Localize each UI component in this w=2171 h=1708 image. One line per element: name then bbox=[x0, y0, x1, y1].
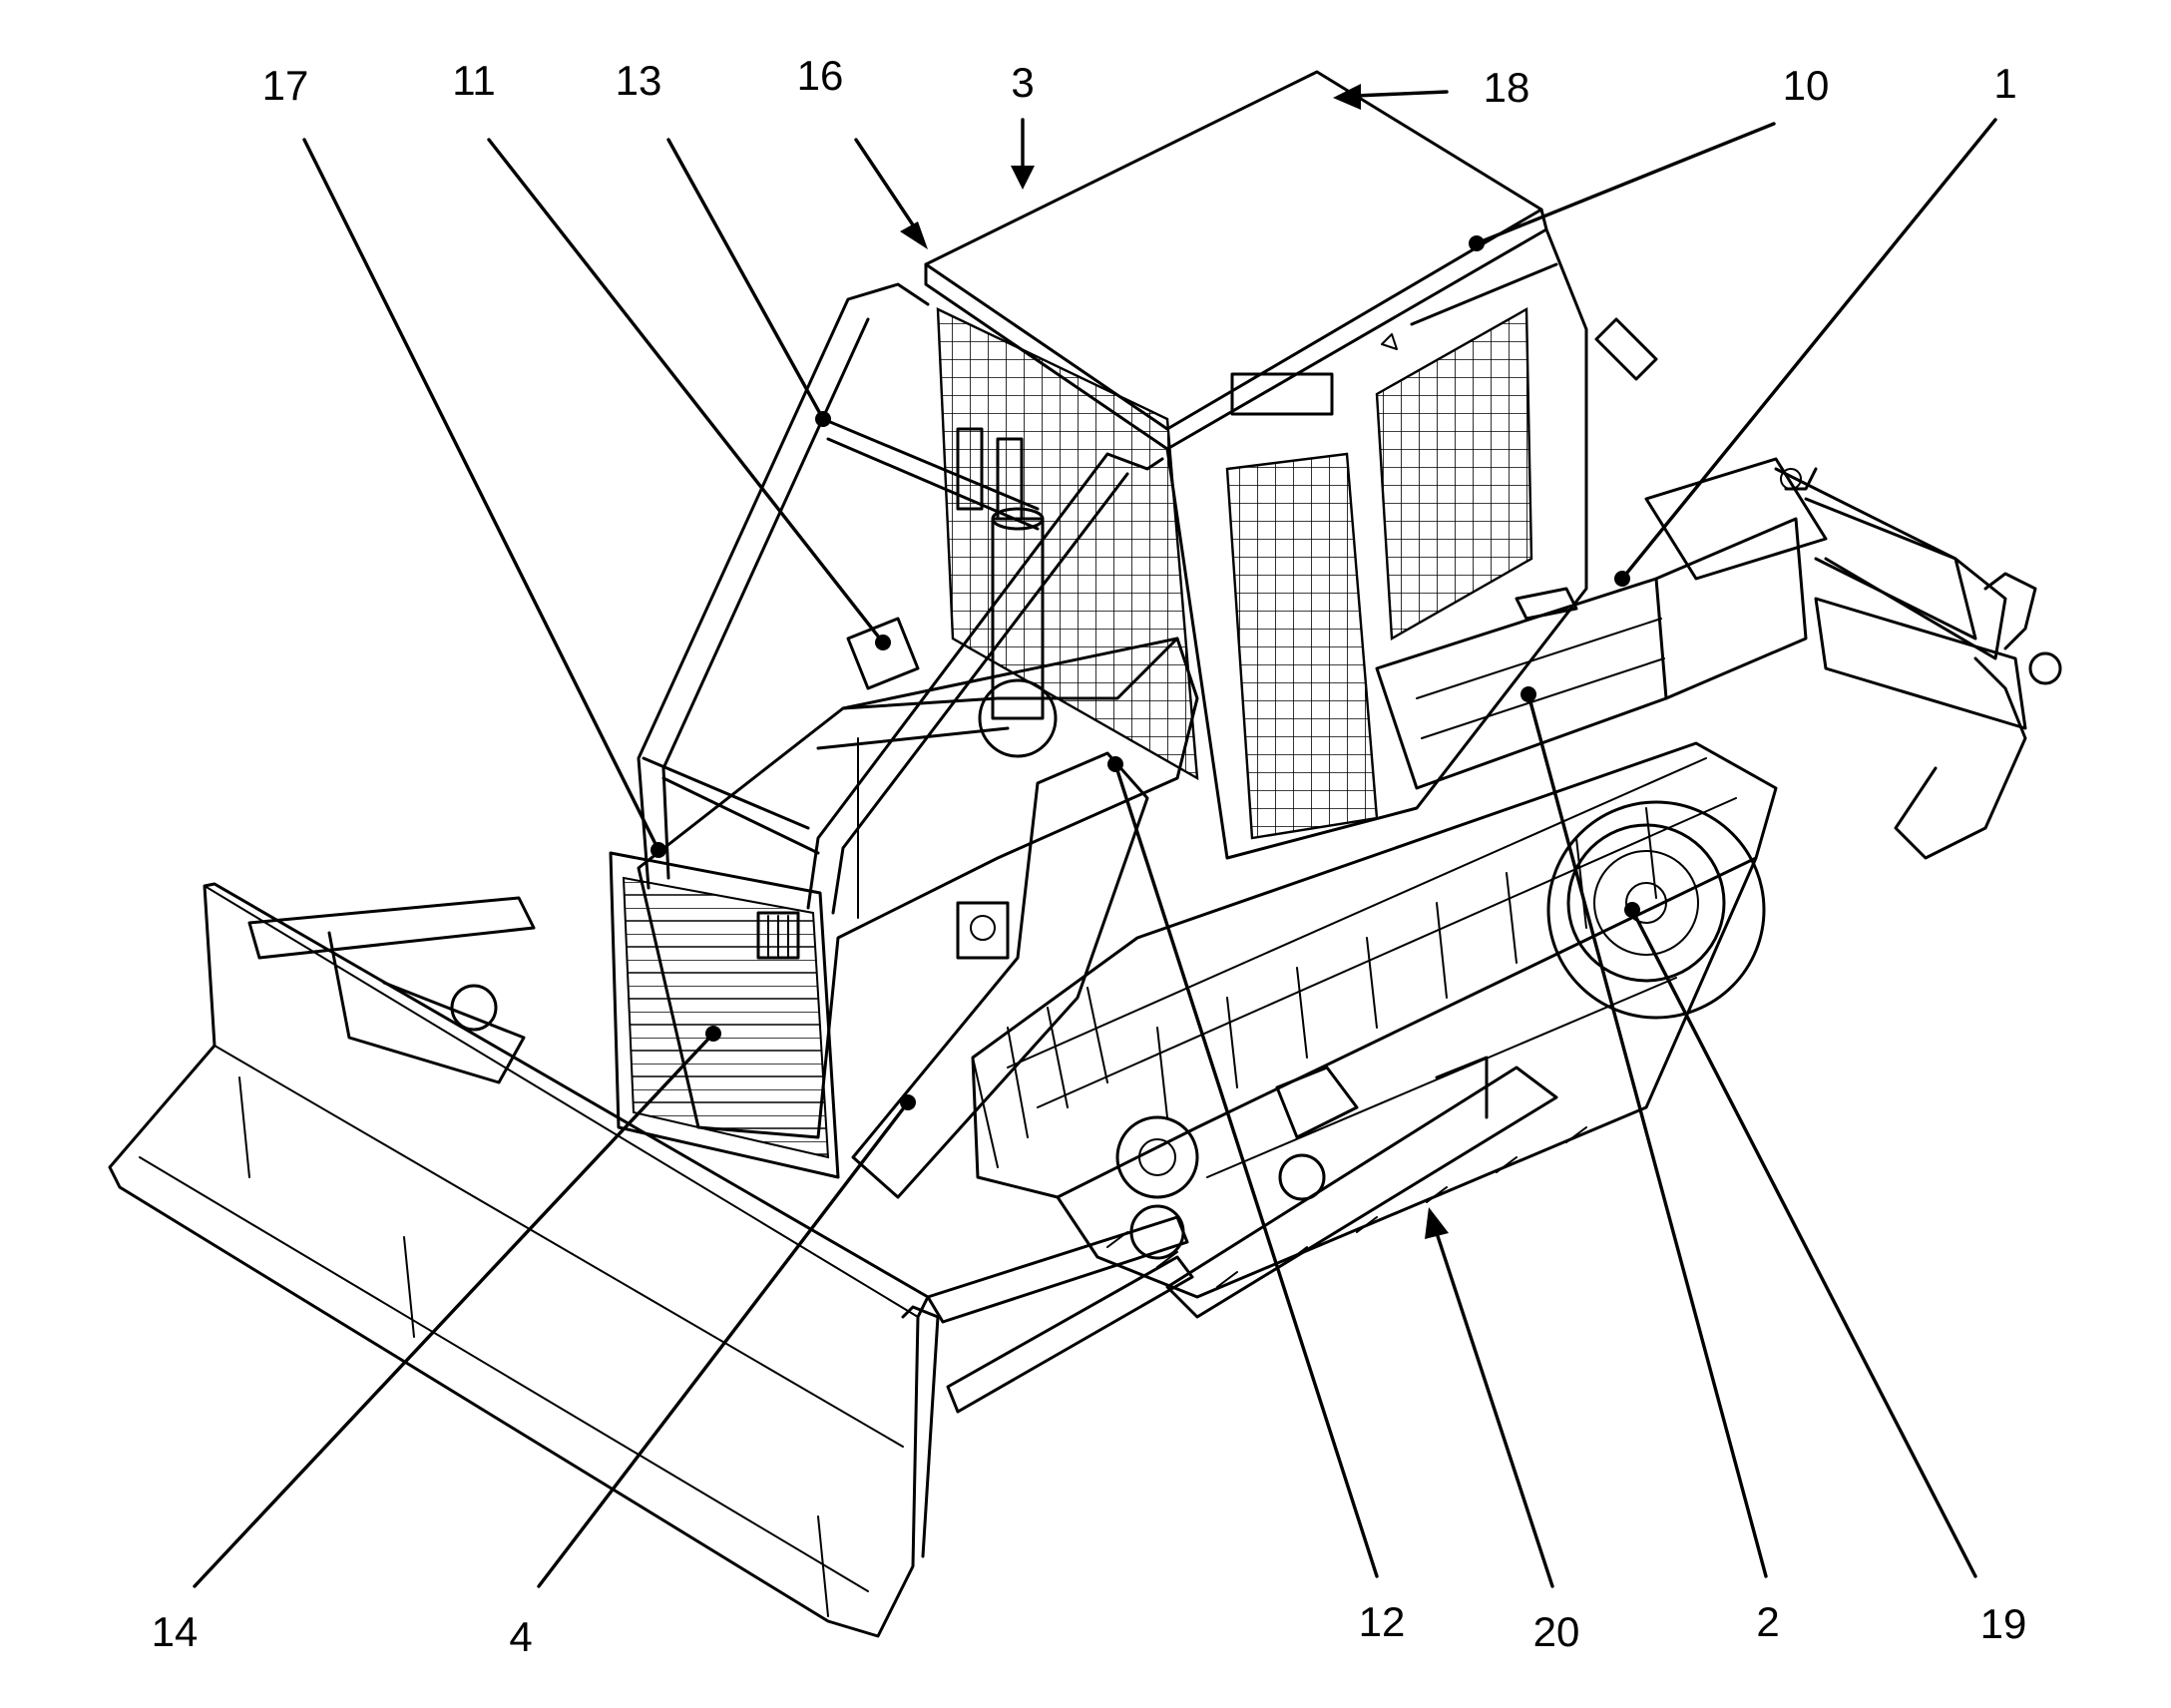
leader-lines bbox=[193, 84, 1997, 1588]
callout-3: 3 bbox=[1011, 59, 1034, 106]
track-assembly bbox=[971, 741, 1778, 1299]
callout-1: 1 bbox=[1993, 60, 2016, 107]
front-idler bbox=[1115, 1066, 1359, 1201]
callout-14: 14 bbox=[152, 1608, 199, 1655]
leader-1 bbox=[1620, 118, 1997, 581]
leader-17 bbox=[302, 138, 660, 852]
leader-12 bbox=[1113, 762, 1379, 1578]
radiator-grill bbox=[609, 851, 840, 1179]
leader-13 bbox=[666, 138, 825, 421]
callout-18: 18 bbox=[1484, 64, 1530, 111]
leader-14 bbox=[193, 1032, 715, 1588]
callout-13: 13 bbox=[616, 57, 662, 104]
callout-2: 2 bbox=[1756, 1598, 1779, 1645]
leader-18 bbox=[1353, 90, 1449, 98]
leader-11 bbox=[487, 138, 885, 644]
rops-frame bbox=[637, 282, 1164, 915]
callout-19: 19 bbox=[1980, 1600, 2027, 1647]
callout-17: 17 bbox=[262, 62, 309, 109]
callout-labels: 17 11 13 16 3 18 10 1 14 4 12 20 2 19 bbox=[152, 52, 2027, 1660]
callout-4: 4 bbox=[509, 1613, 532, 1660]
callout-20: 20 bbox=[1533, 1608, 1580, 1655]
leader-16 bbox=[854, 138, 922, 237]
push-arm bbox=[851, 751, 1149, 1199]
fuel-tank bbox=[1375, 517, 1808, 790]
leader-4 bbox=[537, 1100, 910, 1588]
callout-16: 16 bbox=[797, 52, 844, 99]
blade-lift-cylinders bbox=[247, 896, 1558, 1414]
leader-20 bbox=[1435, 1231, 1554, 1588]
callout-10: 10 bbox=[1783, 62, 1830, 109]
leader-19 bbox=[1630, 908, 1977, 1578]
leader-2 bbox=[1526, 692, 1768, 1578]
final-drive-sprocket bbox=[1546, 800, 1766, 1020]
callout-12: 12 bbox=[1359, 1598, 1406, 1645]
cab-body bbox=[936, 227, 1588, 860]
callout-11: 11 bbox=[452, 57, 496, 104]
leader-10 bbox=[1475, 122, 1776, 245]
rear-ripper bbox=[1594, 317, 2062, 860]
